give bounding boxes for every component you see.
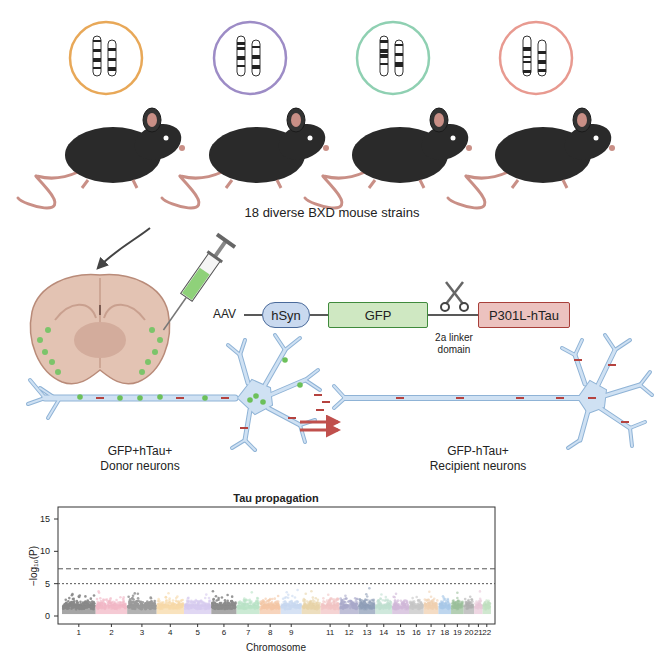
text-label: 10 bbox=[40, 546, 50, 556]
text-label: 19 bbox=[453, 628, 462, 637]
text-label: 21 bbox=[474, 628, 483, 637]
text-label: 12 bbox=[345, 628, 354, 637]
brain-slice bbox=[30, 275, 169, 384]
transfer-arrow bbox=[300, 429, 338, 432]
text-label: Chromosome bbox=[246, 642, 306, 654]
text-label: 15 bbox=[40, 514, 50, 524]
mouse bbox=[18, 22, 186, 208]
text-label: 8 bbox=[268, 628, 272, 637]
text-label: 1 bbox=[77, 628, 81, 637]
text-label: 4 bbox=[168, 628, 172, 637]
text-label: Donor neurons bbox=[100, 460, 179, 474]
text-label: −log₁₀(P) bbox=[28, 546, 40, 586]
mouse bbox=[305, 22, 473, 208]
construct-element: hSyn bbox=[262, 302, 310, 328]
neuron bbox=[28, 335, 320, 450]
node-text: P301L-hTau bbox=[489, 308, 559, 323]
scissors-icon bbox=[441, 282, 468, 311]
text-label: 2a linker domain bbox=[426, 332, 482, 355]
neuron bbox=[334, 335, 652, 448]
text-label: 16 bbox=[412, 628, 421, 637]
text-label: 6 bbox=[222, 628, 226, 637]
construct-element: GFP bbox=[328, 302, 428, 328]
manhattan-plot bbox=[54, 507, 495, 627]
text-label: 11 bbox=[326, 628, 334, 637]
text-label: 3 bbox=[140, 628, 144, 637]
construct-link bbox=[310, 314, 328, 316]
curved-arrow bbox=[98, 228, 150, 268]
text-label: 14 bbox=[379, 628, 388, 637]
text-label: 20 bbox=[464, 628, 473, 637]
construct-link bbox=[428, 314, 478, 316]
transfer-arrow bbox=[300, 421, 338, 424]
text-label: 9 bbox=[289, 628, 293, 637]
construct-element: P301L-hTau bbox=[478, 302, 570, 328]
text-label: 5 bbox=[45, 578, 50, 588]
mouse bbox=[162, 22, 330, 208]
mouse bbox=[448, 22, 616, 208]
mice bbox=[18, 22, 616, 208]
text-label: 13 bbox=[362, 628, 371, 637]
construct-backbone bbox=[244, 314, 262, 316]
text-label: 22 bbox=[482, 628, 491, 637]
text-label: 18 diverse BXD mouse strains bbox=[245, 206, 420, 221]
text-label: AAV bbox=[213, 308, 236, 322]
text-label: 17 bbox=[427, 628, 436, 637]
text-label: 5 bbox=[195, 628, 199, 637]
text-label: Recipient neurons bbox=[430, 460, 527, 474]
text-label: 7 bbox=[246, 628, 250, 637]
syringe bbox=[154, 233, 236, 337]
text-label: 0 bbox=[45, 611, 50, 621]
text-label: 18 bbox=[440, 628, 449, 637]
text-label: GFP-hTau+ bbox=[447, 445, 509, 459]
text-label: GFP+hTau+ bbox=[108, 445, 173, 459]
text-label: 15 bbox=[396, 628, 405, 637]
node-text: hSyn bbox=[271, 308, 301, 323]
text-label: 2 bbox=[109, 628, 113, 637]
node-text: GFP bbox=[365, 308, 392, 323]
text-label: Tau propagation bbox=[233, 492, 318, 505]
